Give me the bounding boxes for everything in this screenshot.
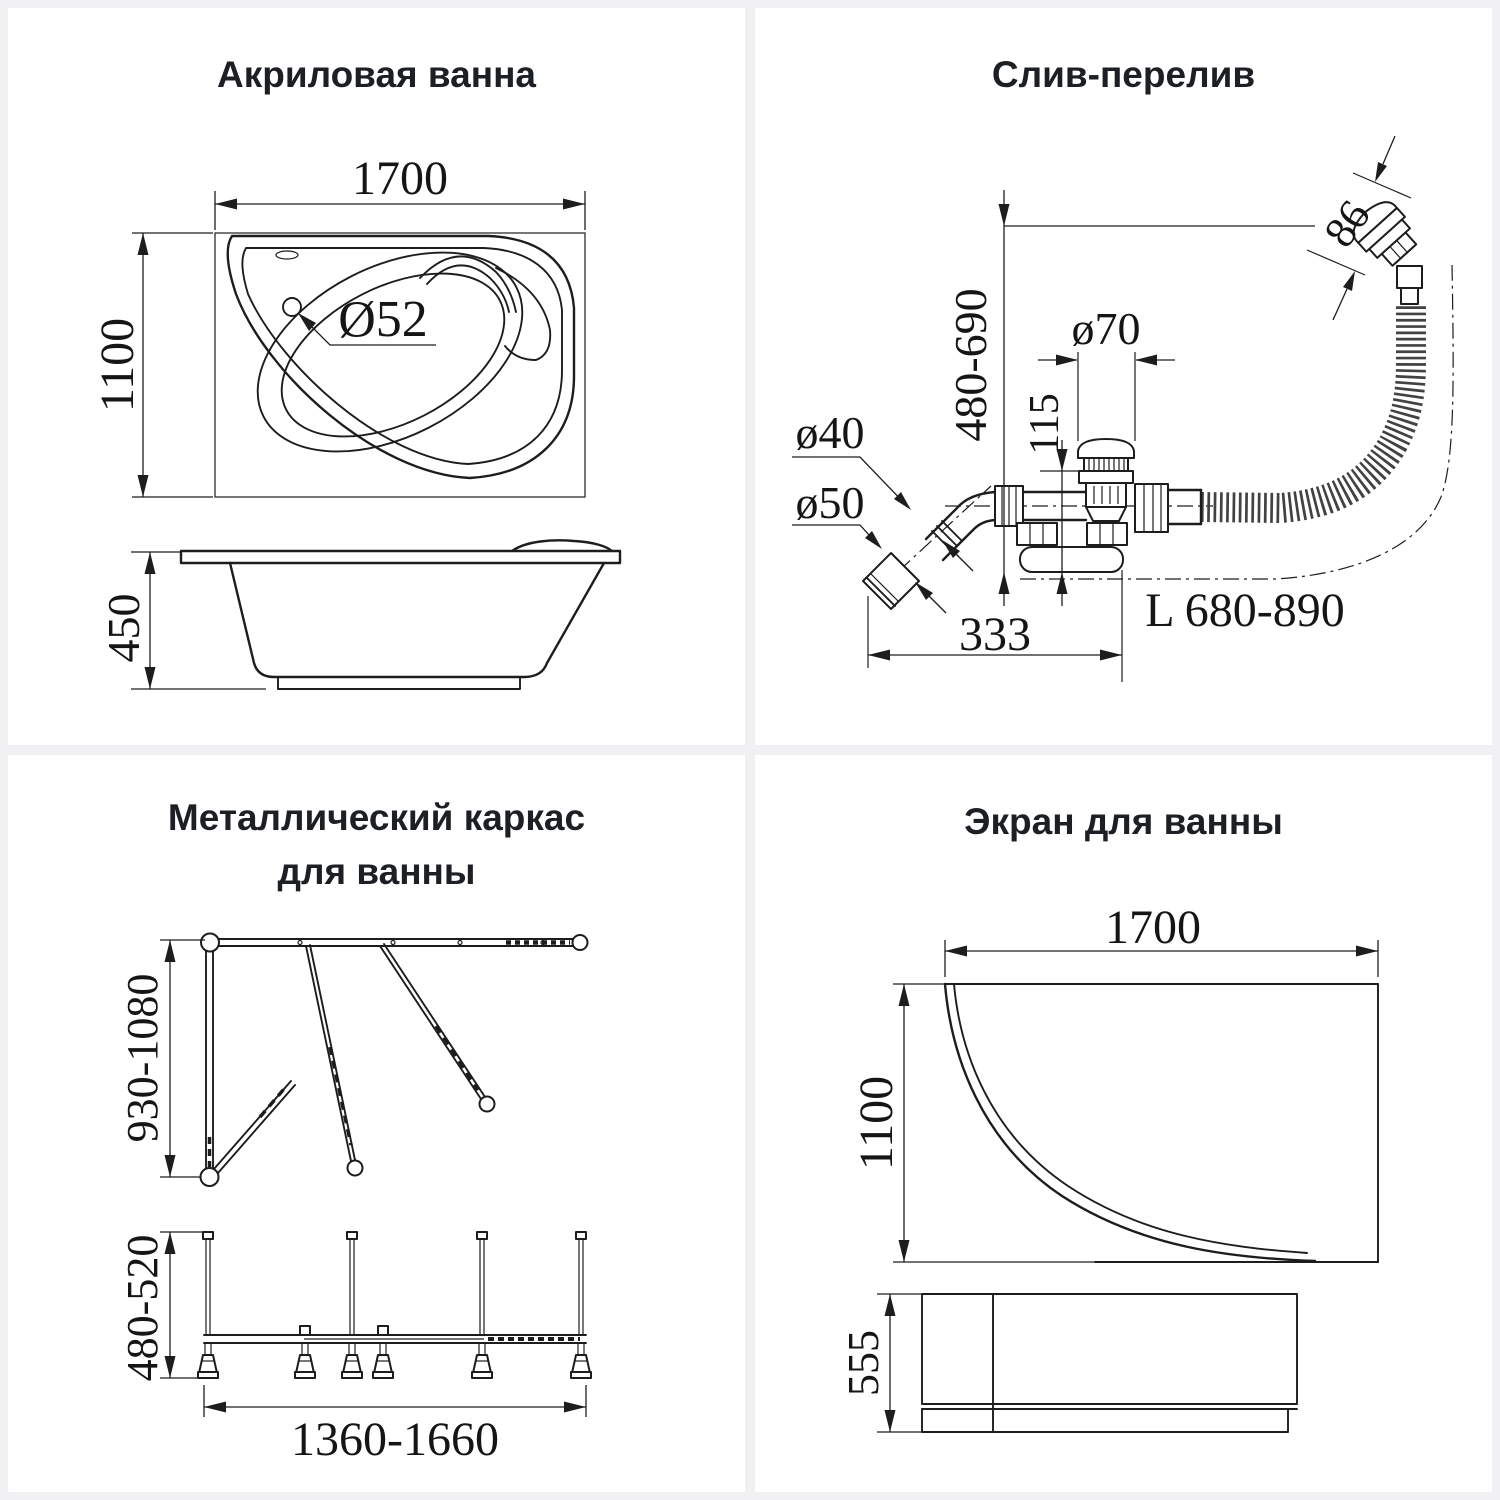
frame-joint-circle <box>200 932 220 953</box>
headrest-pillow <box>495 267 552 361</box>
drain-flange <box>1019 546 1124 573</box>
valve-height-label: 115 <box>1022 393 1068 454</box>
hose-path-reference <box>1020 264 1454 580</box>
elbow-outer <box>924 490 997 541</box>
length-dim-label: 1700 <box>352 152 448 205</box>
drain-overflow-title: Слив-перелив <box>991 54 1256 95</box>
install-height-label: 480-690 <box>945 288 996 441</box>
side-body <box>228 561 606 679</box>
frame-height-label: 930-1080 <box>118 974 167 1143</box>
overflow-hole <box>275 250 299 260</box>
drain-body <box>1085 482 1127 508</box>
acrylic-bath-title: Акриловая ванна <box>216 54 537 95</box>
height-dim-label: 450 <box>98 594 149 663</box>
screen-curve-inner <box>953 983 1308 1254</box>
metal-frame-title-line2: для ванны <box>277 851 476 892</box>
corrugated-hose <box>1200 305 1426 524</box>
bath-inner-rim <box>241 247 563 465</box>
cap-diameter-label: ø70 <box>1072 303 1141 354</box>
headrest-arc-inner <box>426 264 510 313</box>
span-label: 333 <box>959 608 1031 661</box>
screen-panel <box>921 1293 1298 1405</box>
frame-length-label: 1360-1660 <box>291 1413 499 1466</box>
basin-outer <box>256 251 524 453</box>
overflow-fitting <box>1396 265 1423 289</box>
elbow-inner <box>941 518 997 562</box>
hose-length-label: L 680-890 <box>1145 584 1345 637</box>
metal-frame-title: Металлический каркас для ванны <box>8 791 745 899</box>
drain-leader-arrow <box>298 313 316 331</box>
screen-plinth <box>921 1408 1289 1433</box>
metal-frame-drawing: 930-1080 480-520 1360-1660 <box>118 932 592 1466</box>
metal-frame-card: Металлический каркас для ванны 930-1080 <box>8 755 745 1492</box>
frame-base-label: 480-520 <box>118 1235 167 1382</box>
outlet-sleeve <box>862 552 920 610</box>
acrylic-bath-card: Акриловая ванна Ø52 1700 1100 <box>8 8 745 745</box>
right-hex-nut <box>1086 522 1128 546</box>
pipe-leader <box>792 456 908 507</box>
drain-taper <box>1085 506 1127 522</box>
width-dim-label: 1100 <box>91 318 144 412</box>
outlet-centerline <box>876 485 992 592</box>
drain-ring <box>1078 470 1134 484</box>
drain-cap <box>1077 438 1135 459</box>
frame-studs <box>202 1231 587 1335</box>
screen-height-label: 555 <box>839 1330 888 1396</box>
side-headrest-bump <box>510 539 614 553</box>
basin-inner <box>280 272 506 438</box>
drain-dim-label: Ø52 <box>338 291 428 348</box>
overflow-fitting-lower <box>1400 287 1419 305</box>
screen-width-label: 1100 <box>850 1076 903 1170</box>
outlet-diameter-label: ø50 <box>796 477 865 528</box>
outlet-leader <box>792 524 879 546</box>
side-base <box>277 676 521 690</box>
bath-screen-title: Экран для ванны <box>964 801 1283 842</box>
drain-cap-ribs <box>1083 457 1129 472</box>
pipe-diameter-label: ø40 <box>796 407 865 458</box>
frame-legs <box>197 1343 592 1379</box>
metal-frame-title-line1: Металлический каркас <box>167 797 586 838</box>
bath-outer-rim <box>226 234 576 480</box>
drain-overflow-card: Слив-перелив <box>755 8 1492 745</box>
side-rim <box>179 549 622 565</box>
bath-screen-drawing: 1700 1100 555 <box>839 901 1379 1433</box>
drain-hole <box>282 297 302 317</box>
acrylic-bath-drawing: Ø52 1700 1100 450 <box>91 152 622 690</box>
bath-screen-card: Экран для ванны 1700 1100 555 <box>755 755 1492 1492</box>
drain-overflow-drawing: 480-690 115 ø70 86 ø40 ø50 333 L 680-890 <box>792 135 1454 682</box>
screen-length-label: 1700 <box>1105 901 1201 954</box>
screen-curve-outer <box>943 982 1317 1263</box>
left-hex-nut <box>1016 522 1058 546</box>
hose-union-nut <box>1134 483 1169 533</box>
bath-bounding-rect <box>214 232 586 498</box>
overflow-head <box>1352 201 1418 267</box>
headrest-arc-outer <box>419 255 517 313</box>
